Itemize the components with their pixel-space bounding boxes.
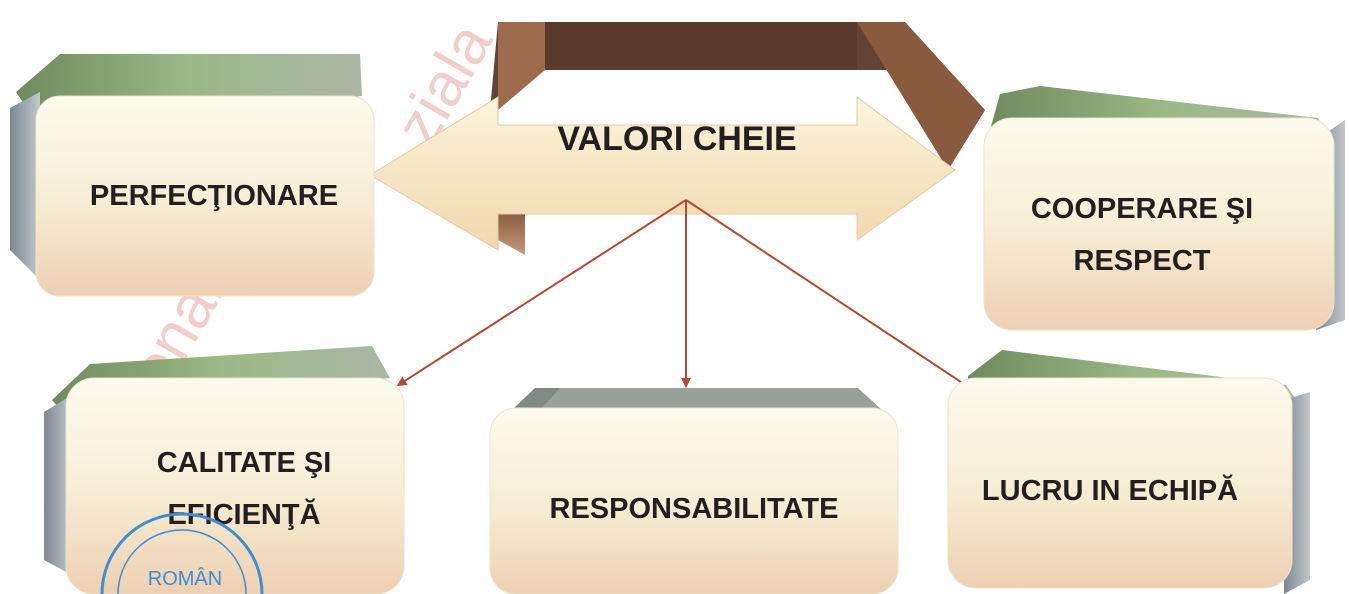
stamp: ROMÂN <box>100 512 264 594</box>
box-calitate-label-line1: CALITATE ŞI <box>157 447 332 479</box>
box-calitate: CALITATE ŞI EFICIENŢĂ <box>44 346 405 594</box>
connectors <box>396 199 974 391</box>
connector-right <box>685 199 974 391</box>
stamp-text: ROMÂN <box>148 567 222 590</box>
box-lucru: LUCRU IN ECHIPĂ <box>947 350 1310 594</box>
connector-left <box>396 199 687 387</box>
double-arrow: VALORI CHEIE <box>369 22 985 255</box>
box-responsabilitate-label: RESPONSABILITATE <box>550 493 839 525</box>
box-responsabilitate: RESPONSABILITATE <box>489 388 899 594</box>
center-label: VALORI CHEIE <box>557 120 796 158</box>
box-cooperare-label-line1: COOPERARE ŞI <box>1031 193 1253 225</box>
box-perfectionare-label: PERFECŢIONARE <box>90 180 338 212</box>
box-perfectionare: PERFECŢIONARE <box>10 54 375 297</box>
box-cooperare: COOPERARE ŞI RESPECT <box>983 86 1345 331</box>
box-cooperare-label-line2: RESPECT <box>1074 245 1211 277</box>
box-lucru-label: LUCRU IN ECHIPĂ <box>982 474 1238 507</box>
